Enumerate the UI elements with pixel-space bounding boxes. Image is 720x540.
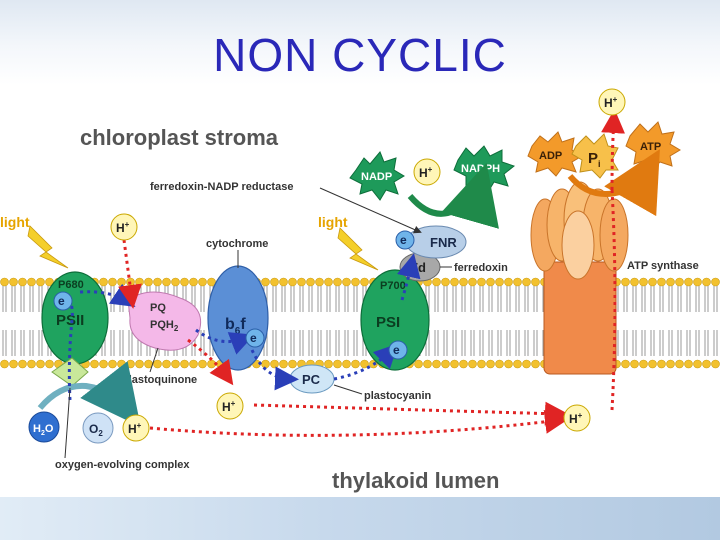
h2o-o: O bbox=[45, 423, 54, 435]
plastocyanin-label: plastocyanin bbox=[364, 390, 432, 402]
plastoquinone-label: plastoquinone bbox=[122, 374, 197, 386]
slide-footer-band bbox=[0, 497, 720, 540]
svg-text:H2O: H2O bbox=[33, 423, 54, 437]
h-plus-bubble-stroma-1: H+ bbox=[110, 213, 138, 241]
slide-title: NON CYCLIC bbox=[213, 29, 507, 81]
pi-sub: i bbox=[598, 159, 601, 169]
water-bubble: H2O bbox=[28, 411, 60, 443]
h-plus-5: H bbox=[128, 422, 137, 436]
lightning-bolt-left-icon bbox=[27, 225, 69, 269]
water-splitting-arrow bbox=[37, 361, 141, 427]
nadph-label: NADPH bbox=[461, 163, 500, 175]
atp-synthase bbox=[530, 181, 629, 375]
h-plus-3: H bbox=[604, 96, 613, 110]
svg-text:H+: H+ bbox=[419, 165, 433, 180]
h2o-h: H bbox=[33, 423, 41, 435]
h-plus-bubble-lumen-3: H+ bbox=[563, 404, 591, 432]
oec-pointer bbox=[64, 387, 71, 459]
pc-label: PC bbox=[302, 372, 321, 387]
psi-label: PSI bbox=[376, 314, 400, 331]
b6f-sub: 6 bbox=[235, 326, 241, 337]
o2-o: O bbox=[89, 422, 98, 436]
h-plus-5-sup: + bbox=[137, 421, 142, 430]
atp-synthase-label: ATP synthase bbox=[627, 260, 699, 272]
h-plus-bubble-stroma-3: H+ bbox=[598, 88, 626, 116]
plastoquinone-pool bbox=[127, 291, 202, 351]
plastocyanin-pointer bbox=[333, 384, 363, 395]
svg-text:H+: H+ bbox=[222, 399, 236, 414]
adp-label: ADP bbox=[539, 150, 562, 162]
nadp-to-nadph-arrow bbox=[407, 162, 499, 229]
pqh2-main: PQH bbox=[150, 319, 174, 331]
nadp-label: NADP bbox=[361, 171, 392, 183]
oec-label: oxygen-evolving complex bbox=[55, 459, 190, 471]
electron-4: e bbox=[400, 233, 407, 247]
fnr-label: FNR bbox=[430, 235, 457, 250]
h-plus-bubble-stroma-2: H+ bbox=[413, 158, 441, 186]
pqh2-sub: 2 bbox=[174, 324, 179, 333]
light-label-right: light bbox=[318, 214, 348, 230]
cytochrome-b6f bbox=[207, 265, 269, 371]
lumen-label: thylakoid lumen bbox=[332, 468, 499, 493]
electron-bubble-psii: e bbox=[53, 291, 73, 311]
stroma-label: chloroplast stroma bbox=[80, 125, 279, 150]
b6f-f: f bbox=[240, 316, 246, 333]
adp-burst bbox=[527, 131, 583, 177]
cytochrome-label: cytochrome bbox=[206, 238, 268, 250]
oxygen-bubble: O2 bbox=[82, 412, 114, 444]
ferredoxin-label: ferredoxin bbox=[454, 262, 508, 274]
h-plus-4: H bbox=[222, 400, 231, 414]
svg-text:H+: H+ bbox=[604, 95, 618, 110]
svg-text:H+: H+ bbox=[569, 411, 583, 426]
electron-bubble-psi: e bbox=[388, 340, 408, 360]
fd-label: Fd bbox=[410, 260, 426, 275]
pi-label: Pi bbox=[588, 150, 601, 169]
h-plus-3-sup: + bbox=[613, 95, 618, 104]
b6f-label: b6f bbox=[225, 316, 246, 337]
electron-bubble-fnr: e bbox=[395, 230, 415, 250]
nadp-burst bbox=[349, 151, 405, 201]
fnr-full-label: ferredoxin-NADP reductase bbox=[150, 181, 293, 193]
h-plus-6: H bbox=[569, 412, 578, 426]
pqh2-label: PQH2 bbox=[150, 319, 179, 333]
h-plus-bubble-lumen-1: H+ bbox=[216, 392, 244, 420]
psii-label: PSII bbox=[56, 312, 84, 329]
b6f-main: b bbox=[225, 316, 235, 333]
pi-main: P bbox=[588, 150, 598, 167]
p680-label: P680 bbox=[58, 279, 84, 291]
adp-to-atp-arrow bbox=[567, 149, 660, 217]
h-plus-bubble-lumen-2: H+ bbox=[122, 414, 150, 442]
o2-sub: 2 bbox=[98, 429, 103, 438]
electron-1: e bbox=[58, 294, 65, 308]
proton-path bbox=[118, 109, 626, 437]
fnr-pointer bbox=[319, 187, 422, 234]
electron-bubble-b6f: e bbox=[245, 328, 265, 348]
svg-text:O2: O2 bbox=[89, 422, 103, 438]
h2o-sub: 2 bbox=[41, 430, 45, 437]
h-plus-1: H bbox=[116, 221, 125, 235]
electron-2: e bbox=[250, 331, 257, 345]
light-label-left: light bbox=[0, 214, 30, 230]
p700-label: P700 bbox=[380, 280, 406, 292]
electron-3: e bbox=[393, 343, 400, 357]
lightning-bolt-right-icon bbox=[337, 227, 379, 271]
h-plus-6-sup: + bbox=[578, 411, 583, 420]
slide-header: NON CYCLIC bbox=[0, 0, 720, 85]
h-plus-4-sup: + bbox=[231, 399, 236, 408]
plastoquinone-pointer bbox=[149, 347, 159, 373]
h-plus-2: H bbox=[419, 166, 428, 180]
pq-label: PQ bbox=[150, 302, 166, 314]
h-plus-2-sup: + bbox=[428, 165, 433, 174]
svg-text:H+: H+ bbox=[128, 421, 142, 436]
h-plus-1-sup: + bbox=[125, 220, 130, 229]
svg-text:H+: H+ bbox=[116, 220, 130, 235]
atp-label: ATP bbox=[640, 141, 661, 153]
